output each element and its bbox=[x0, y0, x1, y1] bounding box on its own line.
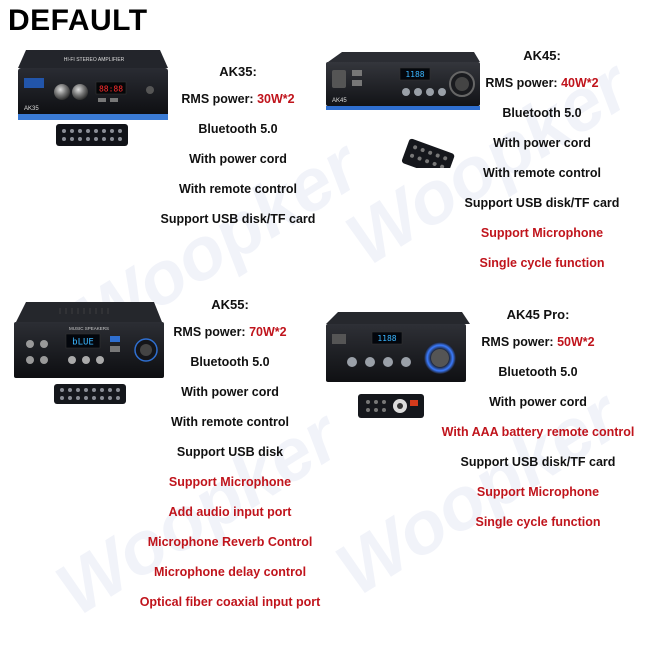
ak35-feature: With remote control bbox=[179, 182, 297, 196]
ak55-red-feature: Support Microphone bbox=[168, 475, 292, 489]
ak55-red-feature: Microphone Reverb Control bbox=[147, 535, 313, 549]
ak55-amplifier-image: MUSIC SPEAKERS bLUE bbox=[10, 300, 170, 415]
ak55-red-feature: Microphone delay control bbox=[153, 565, 307, 579]
ak35-display: 88:88 bbox=[99, 85, 123, 94]
ak55-rms-value: 70W*2 bbox=[249, 325, 287, 339]
ak45-red-feature: Support Microphone bbox=[480, 226, 604, 240]
ak45-display: 1188 bbox=[405, 70, 424, 79]
ak35-name: AK35: bbox=[219, 64, 257, 79]
ak35-rms-line: RMS power: 30W*2 bbox=[148, 91, 328, 121]
ak35-top-label: HI-FI STEREO AMPLIFIER bbox=[64, 57, 125, 63]
ak45pro-feature: With power cord bbox=[489, 395, 587, 409]
ak45-rms-line: RMS power: 40W*2 bbox=[452, 75, 632, 105]
ak45pro-amplifier-image: 1188 bbox=[322, 308, 472, 431]
ak45pro-rms-line: RMS power: 50W*2 bbox=[428, 334, 648, 364]
ak45pro-feature: Support USB disk/TF card bbox=[460, 455, 616, 469]
ak45-rms-label: RMS power: bbox=[485, 76, 562, 90]
ak35-spec: AK35: RMS power: 30W*2 Bluetooth 5.0 Wit… bbox=[148, 64, 328, 241]
ak45pro-red-feature: With AAA battery remote control bbox=[441, 425, 635, 439]
ak35-amplifier-image: HI-FI STEREO AMPLIFIER 88:88 AK35 bbox=[10, 48, 170, 155]
ak35-rms-label: RMS power: bbox=[181, 92, 258, 106]
ak55-top-label: MUSIC SPEAKERS bbox=[69, 326, 109, 331]
ak45-model-label: AK45 bbox=[332, 98, 347, 104]
ak45pro-display: 1188 bbox=[377, 334, 396, 343]
ak45pro-rms-value: 50W*2 bbox=[557, 335, 595, 349]
ak35-rms-value: 30W*2 bbox=[257, 92, 295, 106]
ak45pro-red-feature: Single cycle function bbox=[475, 515, 601, 529]
ak45pro-red-feature: Support Microphone bbox=[476, 485, 600, 499]
ak55-rms-label: RMS power: bbox=[173, 325, 250, 339]
ak45pro-name: AK45 Pro: bbox=[506, 307, 570, 322]
ak45pro-rms-label: RMS power: bbox=[481, 335, 558, 349]
ak45pro-spec: AK45 Pro: RMS power: 50W*2 Bluetooth 5.0… bbox=[428, 307, 648, 544]
page-title: DEFAULT bbox=[8, 4, 148, 37]
ak55-rms-line: RMS power: 70W*2 bbox=[120, 324, 340, 354]
ak55-feature: With remote control bbox=[171, 415, 289, 429]
ak35-feature: With power cord bbox=[189, 152, 287, 166]
ak35-feature: Support USB disk/TF card bbox=[160, 212, 316, 226]
ak45-rms-value: 40W*2 bbox=[561, 76, 599, 90]
ak55-red-feature: Add audio input port bbox=[168, 505, 292, 519]
ak55-feature: Bluetooth 5.0 bbox=[190, 355, 270, 369]
ak45-name: AK45: bbox=[523, 48, 561, 63]
ak55-feature: With power cord bbox=[181, 385, 279, 399]
ak45-feature: With remote control bbox=[483, 166, 601, 180]
ak45pro-feature: Bluetooth 5.0 bbox=[498, 365, 578, 379]
ak45-red-feature: Single cycle function bbox=[479, 256, 605, 270]
ak55-display: bLUE bbox=[72, 338, 94, 348]
ak55-feature: Support USB disk bbox=[176, 445, 284, 459]
ak35-model-label: AK35 bbox=[24, 106, 39, 112]
ak55-spec: AK55: RMS power: 70W*2 Bluetooth 5.0 Wit… bbox=[120, 297, 340, 624]
ak55-red-feature: Optical fiber coaxial input port bbox=[139, 595, 321, 609]
ak55-name: AK55: bbox=[211, 297, 249, 312]
ak45-feature: With power cord bbox=[493, 136, 591, 150]
ak45-feature: Bluetooth 5.0 bbox=[502, 106, 582, 120]
ak45-feature: Support USB disk/TF card bbox=[464, 196, 620, 210]
ak45-spec: AK45: RMS power: 40W*2 Bluetooth 5.0 Wit… bbox=[452, 48, 632, 285]
ak45-amplifier-image: 1188 AK45 bbox=[322, 48, 482, 179]
ak35-feature: Bluetooth 5.0 bbox=[198, 122, 278, 136]
